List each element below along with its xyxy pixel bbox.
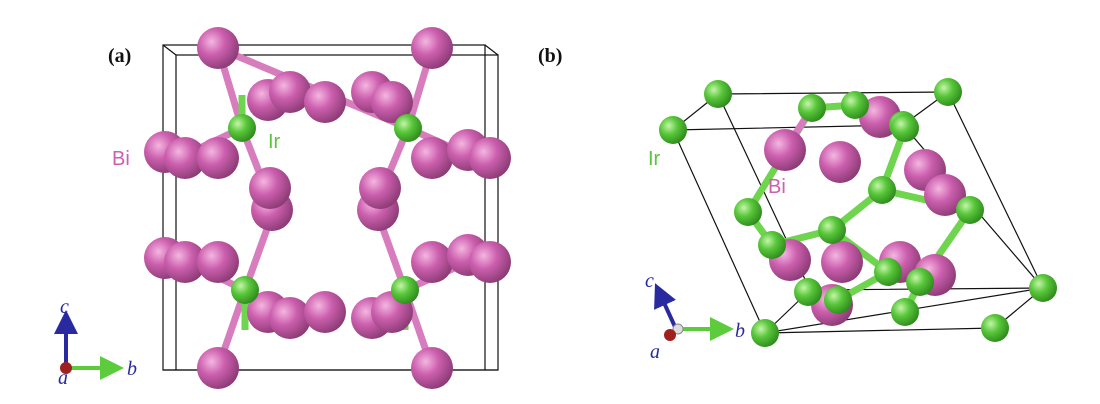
- ir-atom: [391, 276, 419, 304]
- ir-atom: [1029, 274, 1057, 302]
- ir-atom: [704, 80, 732, 108]
- ir-label-b: Ir: [648, 148, 661, 170]
- ir-atom: [228, 114, 256, 142]
- ir-atom: [891, 298, 919, 326]
- atoms-b: [659, 78, 1057, 347]
- panel-b: (b) Ir Bi c b a: [538, 45, 1057, 363]
- unit-cell-a: [162, 44, 499, 371]
- ir-atom: [934, 78, 962, 106]
- panel-label-b: (b): [538, 45, 562, 67]
- bi-atom: [304, 291, 346, 333]
- panel-a: (a) Bi Ir c b a: [54, 27, 511, 389]
- bi-atom: [371, 81, 413, 123]
- ir-atom: [818, 216, 846, 244]
- axis-label-c: c: [645, 270, 654, 292]
- ir-atom: [841, 91, 869, 119]
- ir-atom: [956, 196, 984, 224]
- bi-atom: [269, 297, 311, 339]
- bi-atom: [924, 174, 966, 216]
- ir-atom: [798, 94, 826, 122]
- a-axis-dot: [60, 362, 72, 374]
- bi-atom: [819, 141, 861, 183]
- ir-atom: [891, 114, 919, 142]
- c-axis-arrow: [654, 283, 678, 330]
- origin-dot: [672, 323, 684, 335]
- axis-label-a: a: [58, 367, 68, 389]
- bi-atom: [249, 167, 291, 209]
- bi-label-a: Bi: [112, 148, 130, 170]
- ir-atom: [906, 268, 934, 296]
- axis-label-b: b: [127, 358, 137, 380]
- axis-triad-b: c b a: [645, 270, 745, 363]
- ir-atom: [751, 319, 779, 347]
- bi-atom: [197, 347, 239, 389]
- ir-atom: [231, 276, 259, 304]
- bi-atom: [304, 81, 346, 123]
- ir-atom: [394, 114, 422, 142]
- bi-atom: [269, 71, 311, 113]
- ir-atom: [874, 258, 902, 286]
- axis-label-c: c: [60, 296, 69, 318]
- bi-atom: [821, 241, 863, 283]
- ir-atom: [794, 278, 822, 306]
- bi-label-b: Bi: [768, 176, 786, 198]
- axis-triad-a: c b a: [54, 296, 137, 389]
- bi-atom: [197, 27, 239, 69]
- ir-atom: [824, 286, 852, 314]
- ir-atom: [868, 176, 896, 204]
- bi-atom: [469, 137, 511, 179]
- bi-atom: [469, 241, 511, 283]
- ir-atom: [659, 116, 687, 144]
- ir-atom: [758, 231, 786, 259]
- axis-label-a: a: [650, 341, 660, 363]
- bi-atom: [197, 137, 239, 179]
- bi-atom: [359, 167, 401, 209]
- bi-atom: [411, 137, 453, 179]
- bi-atom: [411, 241, 453, 283]
- axis-label-b: b: [735, 320, 745, 342]
- ir-atom: [734, 198, 762, 226]
- bi-atom: [764, 129, 806, 171]
- bi-atom: [197, 241, 239, 283]
- bi-atom: [411, 27, 453, 69]
- ir-atom: [981, 314, 1009, 342]
- ir-label-a: Ir: [268, 131, 281, 153]
- bi-atom: [164, 137, 206, 179]
- atoms-a: [144, 27, 511, 389]
- bi-atom: [411, 347, 453, 389]
- bi-atom: [164, 241, 206, 283]
- a-axis-dot: [664, 329, 676, 341]
- panel-label-a: (a): [108, 45, 131, 67]
